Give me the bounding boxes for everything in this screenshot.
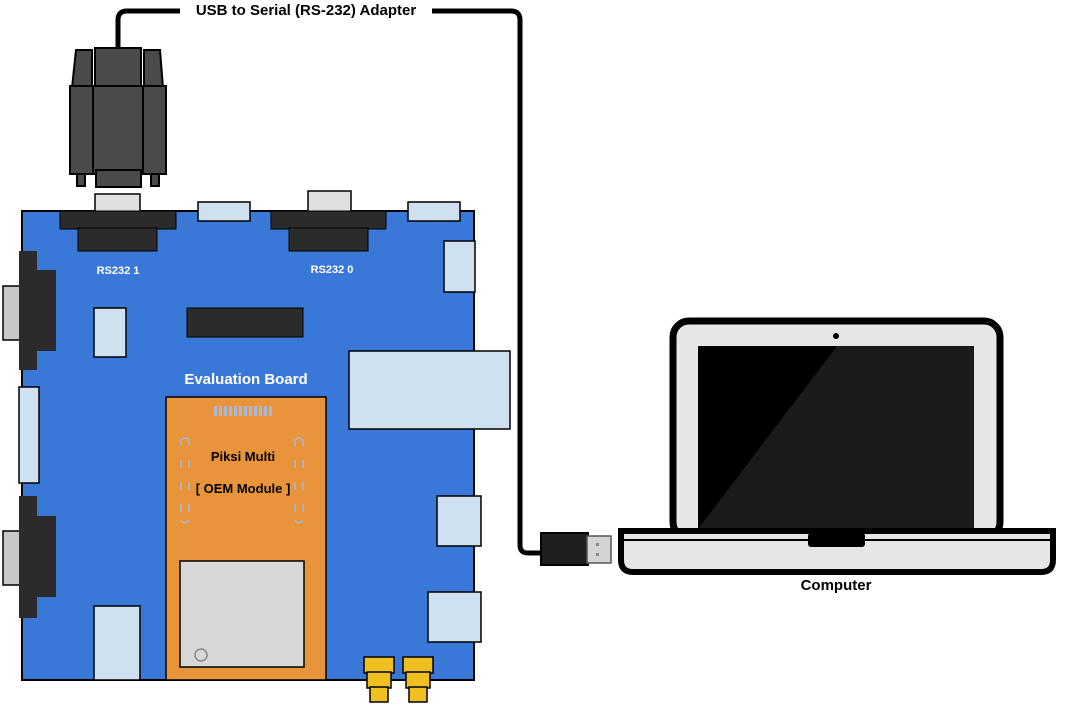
computer-label: Computer — [801, 577, 872, 594]
board-component-small — [93, 307, 127, 358]
cable-label-bg — [180, 0, 432, 20]
serial-cable — [115, 8, 542, 556]
left-db9-upper — [2, 251, 56, 370]
rs232-1-port — [59, 193, 177, 252]
board-label: Evaluation Board — [184, 371, 307, 388]
sma-connector-left — [363, 656, 395, 703]
sma-connector-right — [402, 656, 434, 703]
top-header-b — [407, 201, 461, 222]
module-tag: [ OEM Module ] — [196, 481, 291, 496]
module-pin-header — [214, 406, 272, 416]
left-db9-lower — [2, 496, 56, 618]
top-header-a — [197, 201, 251, 222]
laptop-computer-icon — [618, 317, 1056, 575]
left-header — [18, 386, 40, 484]
rs232-0-port — [270, 190, 387, 252]
usb-plug-icon — [540, 532, 612, 566]
board-header-black — [186, 307, 304, 338]
right-component-mid — [436, 495, 482, 547]
right-component-low — [427, 591, 482, 643]
ethernet-port — [348, 350, 511, 430]
rs232-0-label: RS232 0 — [311, 264, 354, 276]
module-shield-screw — [194, 648, 208, 662]
right-component-top — [443, 240, 476, 293]
module-pins-left — [180, 437, 190, 524]
bottom-component — [93, 605, 141, 681]
rs232-1-label: RS232 1 — [97, 265, 140, 277]
module-name: Piksi Multi — [211, 449, 275, 464]
db9-connector-icon — [69, 47, 167, 188]
module-pins-right — [294, 437, 304, 524]
cable-label: USB to Serial (RS-232) Adapter — [196, 2, 416, 19]
